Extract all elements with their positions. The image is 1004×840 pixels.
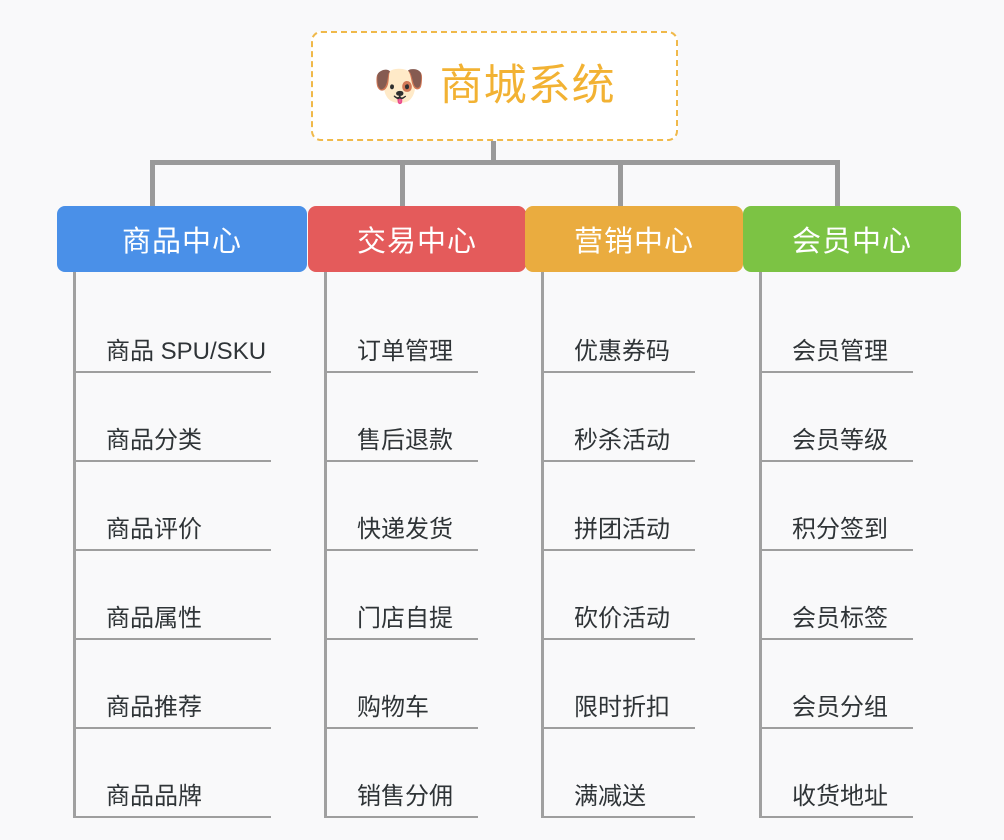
list-item-label: 砍价活动 (574, 604, 670, 632)
list-item[interactable]: 销售分佣 (327, 729, 478, 818)
child-list-trade-center: 订单管理 售后退款 快递发货 门店自提 购物车 销售分佣 (324, 272, 526, 818)
list-item[interactable]: 购物车 (327, 640, 478, 729)
list-item-label: 限时折扣 (574, 693, 670, 721)
category-box-trade-center[interactable]: 交易中心 (308, 206, 526, 272)
connector-root-stem (491, 141, 496, 164)
category-box-member-center[interactable]: 会员中心 (743, 206, 961, 272)
list-item[interactable]: 商品分类 (76, 373, 271, 462)
list-item[interactable]: 会员等级 (762, 373, 913, 462)
list-item-label: 满减送 (574, 782, 646, 810)
child-list-product-center: 商品 SPU/SKU 商品分类 商品评价 商品属性 商品推荐 商品品牌 (73, 272, 307, 818)
connector-drop-member-center (835, 160, 840, 208)
list-item[interactable]: 优惠券码 (544, 284, 695, 373)
category-box-product-center[interactable]: 商品中心 (57, 206, 307, 272)
root-node[interactable]: 🐶 商城系统 (311, 31, 678, 141)
list-item-label: 商品推荐 (106, 693, 202, 721)
list-item-label: 商品 SPU/SKU (106, 337, 267, 365)
list-item-label: 优惠券码 (574, 337, 670, 365)
list-item[interactable]: 门店自提 (327, 551, 478, 640)
list-item[interactable]: 砍价活动 (544, 551, 695, 640)
list-item-label: 门店自提 (357, 604, 453, 632)
list-item[interactable]: 商品推荐 (76, 640, 271, 729)
list-item[interactable]: 订单管理 (327, 284, 478, 373)
list-item-label: 商品属性 (106, 604, 202, 632)
list-item-label: 会员等级 (792, 426, 888, 454)
list-item-label: 购物车 (357, 693, 429, 721)
list-item[interactable]: 秒杀活动 (544, 373, 695, 462)
list-item-label: 商品评价 (106, 515, 202, 543)
list-item-label: 收货地址 (792, 782, 888, 810)
connector-horizontal-bar (150, 160, 840, 165)
category-label-member-center: 会员中心 (791, 226, 912, 258)
list-item-label: 秒杀活动 (574, 426, 670, 454)
list-item[interactable]: 会员分组 (762, 640, 913, 729)
list-item[interactable]: 商品评价 (76, 462, 271, 551)
list-item-label: 会员标签 (792, 604, 888, 632)
list-item-label: 商品分类 (106, 426, 202, 454)
list-item[interactable]: 商品品牌 (76, 729, 271, 818)
connector-drop-product-center (150, 160, 155, 208)
category-label-product-center: 商品中心 (121, 226, 242, 258)
list-item[interactable]: 快递发货 (327, 462, 478, 551)
category-label-marketing-center: 营销中心 (573, 226, 694, 258)
list-item[interactable]: 商品属性 (76, 551, 271, 640)
list-item[interactable]: 会员标签 (762, 551, 913, 640)
connector-drop-trade-center (400, 160, 405, 208)
list-item-label: 拼团活动 (574, 515, 670, 543)
branch-member-center: 会员中心 会员管理 会员等级 积分签到 会员标签 会员分组 收货地址 (743, 206, 961, 818)
list-item[interactable]: 满减送 (544, 729, 695, 818)
child-list-member-center: 会员管理 会员等级 积分签到 会员标签 会员分组 收货地址 (759, 272, 961, 818)
category-box-marketing-center[interactable]: 营销中心 (525, 206, 743, 272)
list-item[interactable]: 限时折扣 (544, 640, 695, 729)
list-item[interactable]: 收货地址 (762, 729, 913, 818)
list-item[interactable]: 积分签到 (762, 462, 913, 551)
list-item-label: 销售分佣 (357, 782, 453, 810)
list-item[interactable]: 售后退款 (327, 373, 478, 462)
list-item-label: 快递发货 (357, 515, 453, 543)
connector-drop-marketing-center (618, 160, 623, 208)
list-item[interactable]: 拼团活动 (544, 462, 695, 551)
list-item[interactable]: 商品 SPU/SKU (76, 284, 271, 373)
list-item-label: 商品品牌 (106, 782, 202, 810)
branch-marketing-center: 营销中心 优惠券码 秒杀活动 拼团活动 砍价活动 限时折扣 满减送 (525, 206, 743, 818)
category-label-trade-center: 交易中心 (356, 226, 477, 258)
child-list-marketing-center: 优惠券码 秒杀活动 拼团活动 砍价活动 限时折扣 满减送 (541, 272, 743, 818)
list-item[interactable]: 会员管理 (762, 284, 913, 373)
dog-face-icon: 🐶 (373, 62, 426, 109)
root-title: 商城系统 (439, 61, 616, 110)
list-item-label: 订单管理 (357, 337, 453, 365)
list-item-label: 积分签到 (792, 515, 888, 543)
branch-trade-center: 交易中心 订单管理 售后退款 快递发货 门店自提 购物车 销售分佣 (308, 206, 526, 818)
branch-product-center: 商品中心 商品 SPU/SKU 商品分类 商品评价 商品属性 商品推荐 商品品牌 (57, 206, 307, 818)
list-item-label: 会员管理 (792, 337, 888, 365)
list-item-label: 售后退款 (357, 426, 453, 454)
list-item-label: 会员分组 (792, 693, 888, 721)
